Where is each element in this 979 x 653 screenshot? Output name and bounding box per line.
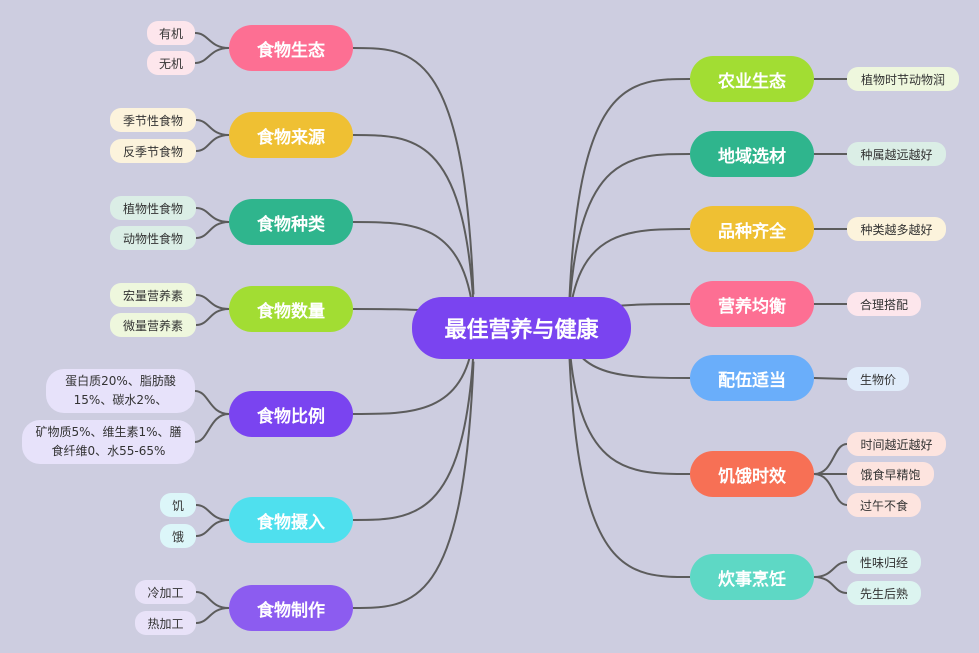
branch-agricultural-ecology[interactable]: 农业生态 (690, 56, 814, 102)
left-branch-connector-4 (352, 338, 475, 415)
leaf-hot-processing[interactable]: 热加工 (135, 611, 196, 635)
left-leaf-connector-1-1 (195, 134, 230, 152)
left-leaf-connector-2-0 (195, 207, 230, 223)
leaf-flavor-meridian[interactable]: 性味归经 (847, 550, 921, 574)
leaf-time-closer-better[interactable]: 时间越近越好 (847, 432, 946, 456)
branch-proper-combination[interactable]: 配伍适当 (690, 355, 814, 401)
branch-food-ratio[interactable]: 食物比例 (229, 391, 353, 437)
left-branch-connector-6 (352, 361, 475, 609)
right-branch-connector-5 (568, 345, 691, 475)
right-branch-connector-2 (568, 228, 691, 317)
leaf-plant-food[interactable]: 植物性食物 (110, 196, 196, 220)
branch-food-quantity[interactable]: 食物数量 (229, 286, 353, 332)
left-leaf-connector-6-0 (195, 591, 230, 609)
left-leaf-connector-2-1 (195, 221, 230, 239)
leaf-hungry-early-fine[interactable]: 饿食早精饱 (847, 462, 934, 486)
left-leaf-connector-6-1 (195, 607, 230, 624)
leaf-raw-then-cooked[interactable]: 先生后熟 (847, 581, 921, 605)
branch-food-source[interactable]: 食物来源 (229, 112, 353, 158)
leaf-plant-season-animal[interactable]: 植物时节动物润 (847, 67, 959, 91)
branch-food-type[interactable]: 食物种类 (229, 199, 353, 245)
left-leaf-connector-4-1 (194, 413, 230, 443)
branch-nutrition-balance[interactable]: 营养均衡 (690, 281, 814, 327)
left-leaf-connector-4-0 (194, 390, 230, 415)
left-branch-connector-0 (352, 47, 475, 295)
branch-food-ecology[interactable]: 食物生态 (229, 25, 353, 71)
right-leaf-connector-5-2 (813, 473, 848, 506)
leaf-more-types-better[interactable]: 种类越多越好 (847, 217, 946, 241)
branch-food-preparation[interactable]: 食物制作 (229, 585, 353, 631)
right-branch-connector-0 (568, 78, 691, 299)
leaf-reasonable-matching[interactable]: 合理搭配 (847, 292, 921, 316)
branch-regional-selection[interactable]: 地域选材 (690, 131, 814, 177)
branch-variety-complete[interactable]: 品种齐全 (690, 206, 814, 252)
left-branch-connector-2 (352, 221, 475, 316)
branch-food-intake[interactable]: 食物摄入 (229, 497, 353, 543)
right-branch-connector-1 (568, 153, 691, 308)
left-branch-connector-5 (352, 350, 475, 521)
leaf-macronutrients[interactable]: 宏量营养素 (110, 283, 196, 307)
leaf-hungry-ji[interactable]: 饥 (160, 493, 196, 517)
left-leaf-connector-0-0 (194, 32, 230, 49)
leaf-ratio-protein-fat-carb[interactable]: 蛋白质20%、脂肪酸15%、碳水2%、 (46, 369, 195, 413)
left-leaf-connector-3-0 (195, 294, 230, 310)
leaf-animal-food[interactable]: 动物性食物 (110, 226, 196, 250)
left-leaf-connector-5-0 (195, 504, 230, 521)
right-leaf-connector-4-0 (813, 377, 848, 380)
right-leaf-connector-6-0 (813, 561, 848, 578)
left-leaf-connector-1-0 (195, 119, 230, 136)
right-leaf-connector-6-1 (813, 576, 848, 594)
leaf-inorganic[interactable]: 无机 (147, 51, 195, 75)
leaf-no-food-after-noon[interactable]: 过午不食 (847, 493, 921, 517)
left-leaf-connector-3-1 (195, 308, 230, 326)
leaf-seasonal-food[interactable]: 季节性食物 (110, 108, 196, 132)
left-leaf-connector-0-1 (194, 47, 230, 64)
leaf-biological-value[interactable]: 生物价 (847, 367, 909, 391)
branch-hunger-timing[interactable]: 饥饿时效 (690, 451, 814, 497)
central-topic[interactable]: 最佳营养与健康 (412, 297, 631, 359)
branch-cooking[interactable]: 炊事烹饪 (690, 554, 814, 600)
right-branch-connector-6 (568, 357, 691, 578)
left-leaf-connector-5-1 (195, 519, 230, 537)
left-branch-connector-1 (352, 134, 475, 305)
leaf-hungry-e[interactable]: 饿 (160, 524, 196, 548)
leaf-species-farther-better[interactable]: 种属越远越好 (847, 142, 946, 166)
right-leaf-connector-5-0 (813, 443, 848, 475)
leaf-ratio-mineral-vitamin-fiber-water[interactable]: 矿物质5%、维生素1%、膳食纤维0、水55-65% (22, 420, 195, 464)
leaf-organic[interactable]: 有机 (147, 21, 195, 45)
leaf-cold-processing[interactable]: 冷加工 (135, 580, 196, 604)
leaf-micronutrients[interactable]: 微量营养素 (110, 313, 196, 337)
leaf-off-season-food[interactable]: 反季节食物 (110, 139, 196, 163)
